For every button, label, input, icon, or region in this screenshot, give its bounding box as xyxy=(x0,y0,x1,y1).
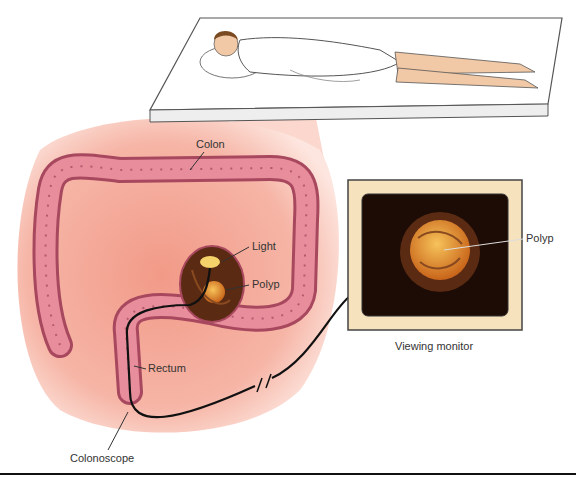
part-label: Light xyxy=(252,240,276,253)
device-label: Viewing monitor xyxy=(395,340,473,353)
organ-label: Colon xyxy=(196,138,225,151)
device-label: Colonoscope xyxy=(70,452,134,465)
screen-label: Polyp xyxy=(526,232,554,245)
part-label: Polyp xyxy=(252,278,280,291)
organ-label: Rectum xyxy=(148,362,186,375)
